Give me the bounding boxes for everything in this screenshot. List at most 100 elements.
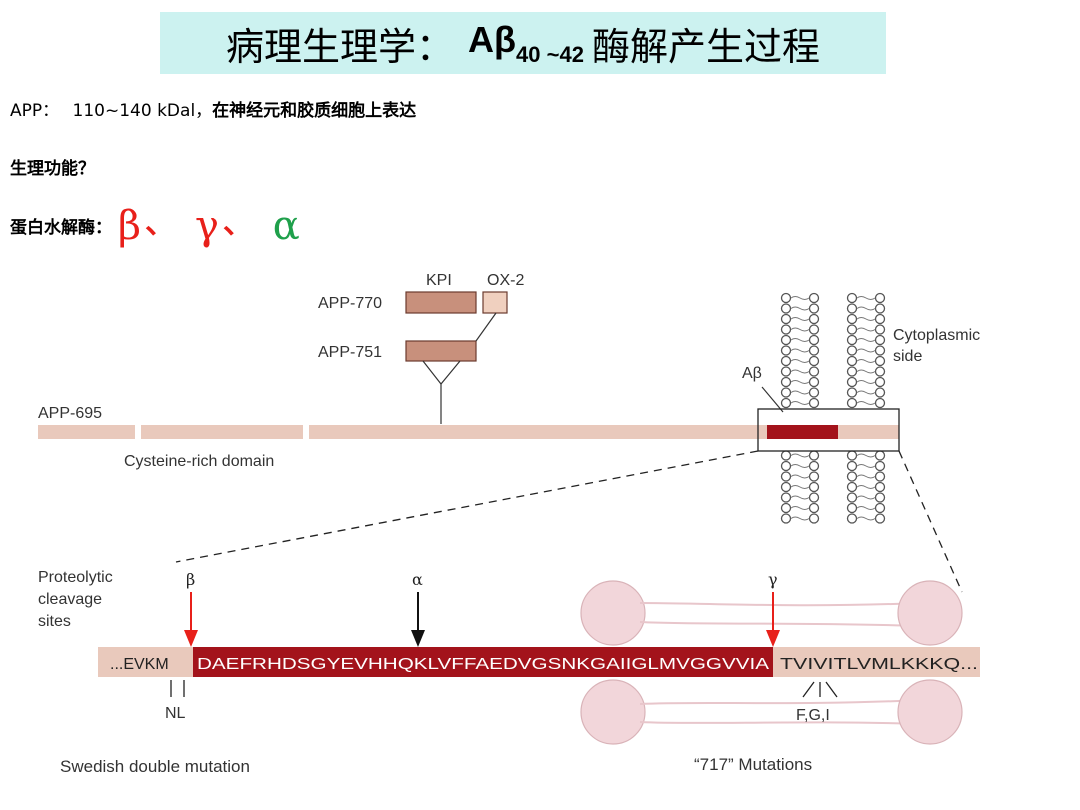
lipid-head — [874, 460, 886, 472]
swedish-mutation-label: Swedish double mutation — [60, 757, 250, 776]
enzyme-beta: β — [117, 203, 142, 249]
lipid-tail — [856, 485, 876, 489]
cytoplasmic-label: Cytoplasmic — [893, 327, 980, 344]
lipid-tail — [790, 506, 810, 510]
lipid-head — [808, 334, 820, 346]
lipid-tail — [856, 474, 876, 479]
lipid-tail — [790, 474, 810, 479]
lipid-head — [780, 387, 792, 398]
lipid-tail — [790, 338, 810, 342]
lipid-tail — [856, 369, 876, 374]
lipid-tail — [790, 369, 810, 374]
lipid-head — [846, 460, 858, 472]
lipid-head — [874, 513, 886, 524]
beta-site-label: β — [186, 570, 195, 589]
nl-label: NL — [165, 705, 186, 722]
lipid-tail — [790, 380, 810, 384]
lipid-head — [874, 387, 886, 398]
mutation-717-label: “717” Mutations — [694, 755, 812, 774]
lipid-tail — [790, 464, 810, 468]
lipid-head — [780, 355, 792, 367]
kpi-domain-box — [405, 291, 477, 314]
sequence-right: TVIVITLVMLKKKQ... — [780, 656, 978, 673]
lipid-tail — [856, 317, 876, 321]
lipid-head — [874, 471, 886, 482]
app695-strand-segment — [38, 425, 135, 439]
abeta-label: Aβ — [742, 365, 762, 382]
app695-strand-segment — [141, 425, 303, 439]
lipid-tail — [856, 380, 876, 384]
side-label: side — [893, 348, 922, 365]
lipid-head — [808, 397, 820, 409]
lipid-tail — [790, 453, 810, 458]
lipid-tail — [856, 390, 876, 395]
cleavage-label: cleavage — [38, 591, 102, 608]
fgi-tick — [825, 681, 838, 698]
alpha-arrow-head — [411, 630, 425, 647]
enzyme-gamma: γ — [194, 203, 219, 249]
abeta-pointer — [761, 386, 784, 413]
lipid-head — [846, 450, 858, 461]
app695-strand-segment — [309, 425, 899, 439]
lipid-head — [874, 366, 886, 377]
lipid-tail — [790, 327, 810, 332]
lipid-tail — [790, 317, 810, 321]
zoom-box — [757, 408, 900, 452]
lipid-head — [780, 376, 792, 388]
lipid-head — [874, 303, 886, 314]
lipid-head — [874, 502, 886, 514]
ox2-label: OX-2 — [487, 272, 524, 289]
app-expression: 在神经元和胶质细胞上表达 — [212, 101, 417, 121]
lipid-tail — [856, 296, 876, 300]
lipid-head — [780, 313, 792, 325]
lipid-head — [808, 460, 820, 472]
enzyme-alpha: α — [272, 203, 300, 249]
lipid-head — [846, 324, 858, 335]
lipid-head — [808, 366, 820, 377]
insertion-wedge — [422, 360, 461, 385]
abeta-region-bar — [767, 425, 838, 439]
lipid-tail — [790, 359, 810, 363]
app751-domain-box — [405, 340, 477, 362]
lipid-head — [846, 355, 858, 367]
zoom-dashed-left — [175, 450, 759, 563]
lipid-head — [780, 502, 792, 514]
lipid-head — [874, 450, 886, 461]
lipid-head — [846, 303, 858, 314]
lipid-head — [808, 387, 820, 398]
kpi-label: KPI — [426, 272, 452, 289]
cysteine-label: Cysteine-rich domain — [124, 453, 274, 470]
lipid-head — [780, 292, 792, 304]
lipid-head — [780, 303, 792, 314]
lipid-head — [846, 471, 858, 482]
lipid-head — [874, 397, 886, 409]
lipid-head — [846, 387, 858, 398]
title-subscript: 40 ~42 — [516, 41, 584, 67]
large-lipid-left — [580, 580, 921, 745]
app-label: APP： — [10, 101, 60, 121]
lipid-tail — [856, 359, 876, 363]
lipid-head — [808, 324, 820, 335]
lipid-head — [808, 313, 820, 325]
ox2-connector — [475, 312, 497, 342]
lipid-head — [780, 492, 792, 503]
lipid-tail — [790, 485, 810, 489]
lipid-head — [808, 376, 820, 388]
lipid-tail — [856, 506, 876, 510]
lipid-head — [780, 450, 792, 461]
fgi-tick — [802, 681, 815, 698]
lipid-tail — [856, 306, 876, 311]
lipid-tail — [856, 495, 876, 500]
lipid-tail — [790, 390, 810, 395]
lipid-tail — [856, 464, 876, 468]
alpha-site-label: α — [412, 570, 423, 589]
fgi-label: F,G,I — [796, 707, 830, 724]
app-line: APP： 110~140 kDal，在神经元和胶质细胞上表达 — [10, 96, 416, 121]
lipid-tail — [790, 348, 810, 353]
lipid-head — [874, 313, 886, 325]
abeta-sequence-bar — [193, 647, 773, 677]
lipid-head — [808, 502, 820, 514]
lipid-head — [808, 471, 820, 482]
lipid-head — [874, 492, 886, 503]
lipid-head — [780, 366, 792, 377]
